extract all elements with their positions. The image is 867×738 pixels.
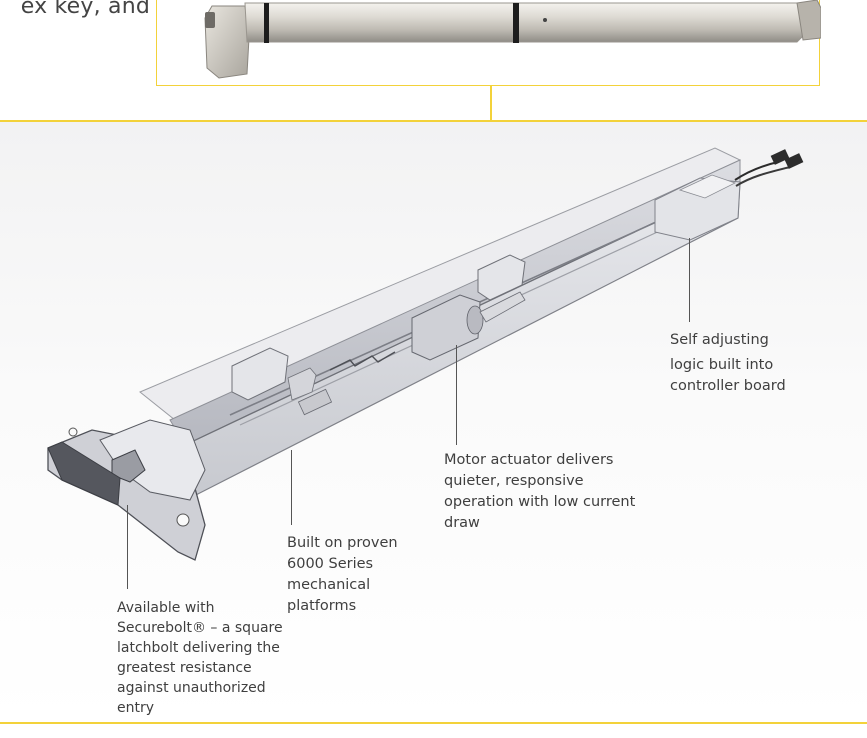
motor-actuator xyxy=(411,294,481,361)
header-partial-text: ex key, and xyxy=(20,0,150,19)
bottom-divider-line xyxy=(0,722,867,724)
callout-self-adjusting: Self adjusting logic built into controll… xyxy=(670,330,820,397)
latch-head-hole-2 xyxy=(68,427,78,437)
touchpad-divider xyxy=(513,3,519,43)
linkage-block xyxy=(297,388,333,416)
leader-built-on xyxy=(291,450,293,525)
callout-self-adjusting-line2: logic built into controller board xyxy=(670,357,786,394)
callout-self-adjusting-line1: Self adjusting xyxy=(670,332,769,348)
bracket-3 xyxy=(287,367,317,401)
wire-harness-2 xyxy=(735,166,791,187)
left-end-cap-screw xyxy=(205,12,215,28)
channel-back-wall xyxy=(139,147,742,421)
callout-built-on: Built on proven 6000 Series mechanical p… xyxy=(287,535,398,614)
controller-box-top xyxy=(678,174,737,199)
exit-device-photo xyxy=(204,0,822,79)
product-photo-frame xyxy=(156,0,822,86)
callout-motor: Motor actuator delivers quieter, respons… xyxy=(444,452,636,531)
bracket-2 xyxy=(231,347,289,401)
latch-head-dark-face xyxy=(47,441,121,506)
controller-box xyxy=(654,177,741,241)
callout-securebolt: Available with Securebolt® – a square la… xyxy=(117,600,283,716)
leader-self-adjusting xyxy=(689,238,691,322)
top-divider-line xyxy=(0,120,867,122)
push-bar-black-band xyxy=(264,3,269,43)
motor-gear xyxy=(479,291,526,323)
photo-connector-line xyxy=(490,86,492,120)
connector-plug-2 xyxy=(784,153,804,169)
latch-head-hole xyxy=(176,513,190,527)
leader-motor xyxy=(456,345,458,445)
touchpad-dot xyxy=(543,18,547,22)
connector-plug-1 xyxy=(770,149,790,165)
leader-securebolt xyxy=(127,505,129,589)
motor-shaft xyxy=(466,305,484,335)
linkage-spring xyxy=(329,351,396,371)
bracket-1 xyxy=(477,254,526,301)
